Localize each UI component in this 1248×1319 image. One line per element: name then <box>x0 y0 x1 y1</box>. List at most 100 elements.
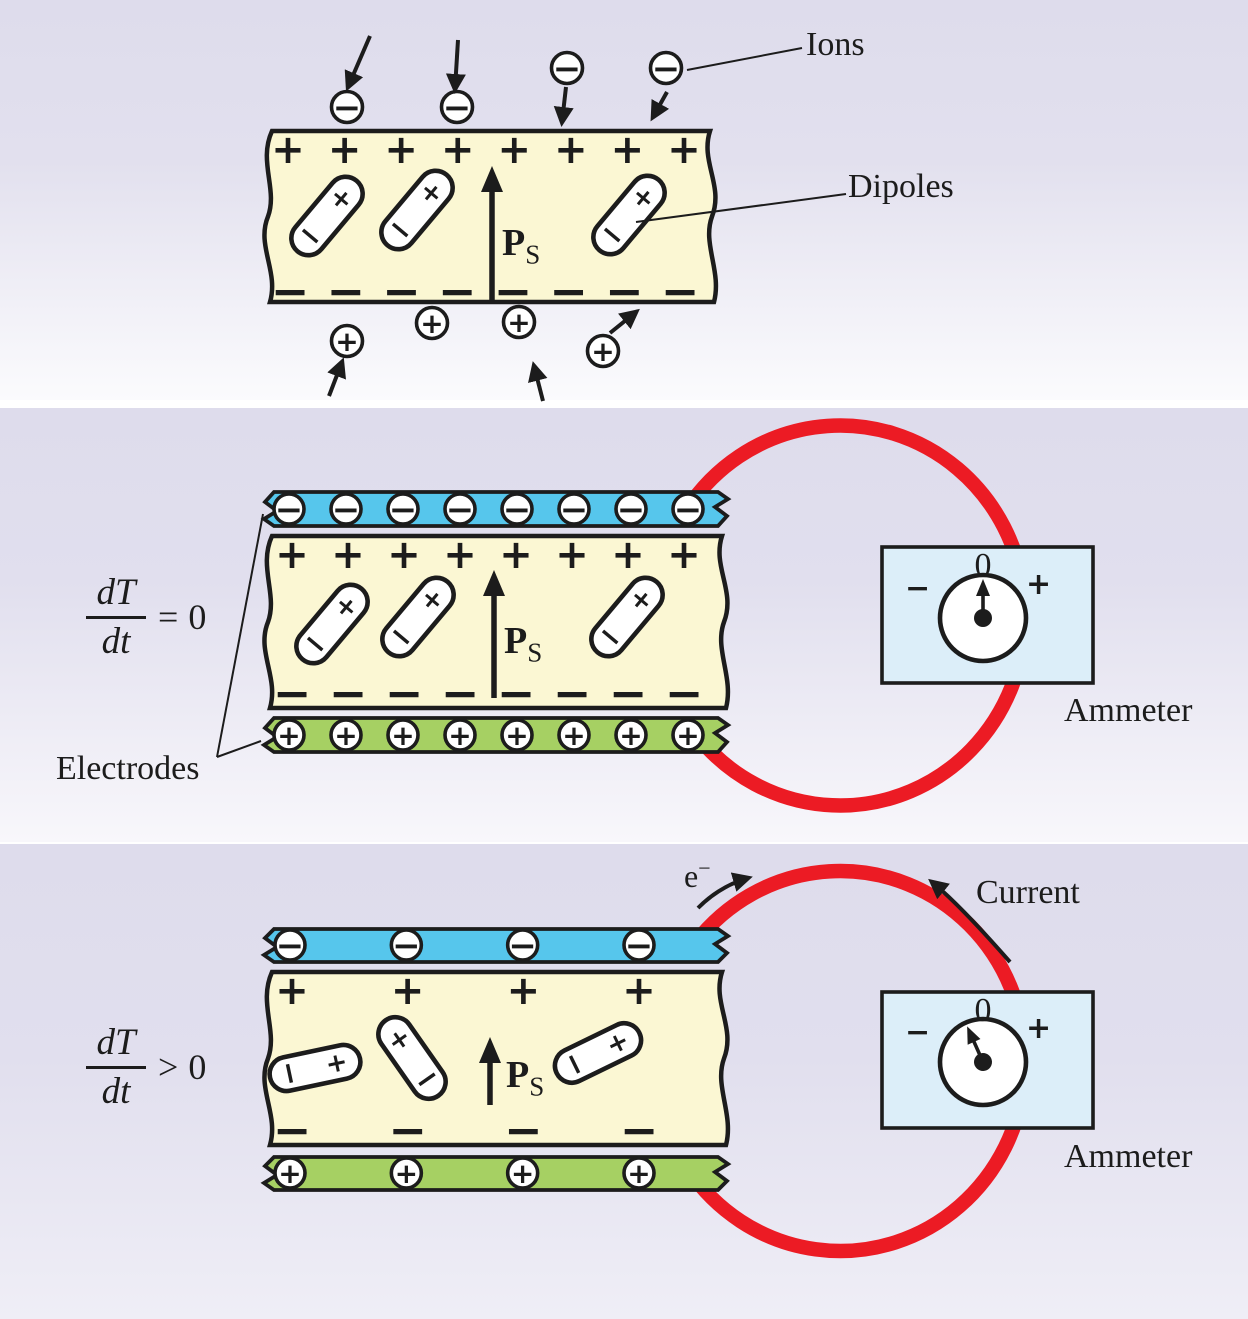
electrode-charge-symbol: − <box>674 490 703 530</box>
dipole: + − <box>552 1020 644 1086</box>
electrode-charge-symbol: − <box>275 490 304 530</box>
surface-charge-plus: + <box>331 532 365 578</box>
surface-charge-plus: + <box>384 127 418 173</box>
ammeter-minus-mark: − <box>905 1015 931 1050</box>
surface-charge-minus: − <box>665 666 704 720</box>
surface-charge-minus: − <box>271 264 310 318</box>
ion-arrow <box>553 86 574 127</box>
electrode-charge: − <box>329 490 363 530</box>
electrode-charge-symbol: + <box>676 719 699 752</box>
ammeter <box>880 545 1095 685</box>
ammeter <box>880 990 1095 1130</box>
polarization-arrow <box>481 166 503 300</box>
electrode-charge: − <box>443 490 477 530</box>
surface-charge-plus: + <box>611 127 645 173</box>
surface-charge-minus: − <box>438 264 477 318</box>
surface-charge-minus: − <box>273 1103 312 1157</box>
ammeter-plus-mark: + <box>1026 567 1052 602</box>
equation-rate-zero: dT dt = 0 <box>86 574 206 661</box>
polarization-symbol: P <box>506 1054 530 1096</box>
ions-label: Ions <box>806 26 865 63</box>
surface-charge-minus: − <box>497 666 536 720</box>
equation-relation: = 0 <box>158 596 206 638</box>
fraction-numerator: dT <box>96 572 136 613</box>
electrode-charge-symbol: − <box>446 490 475 530</box>
positive-ion-symbol: + <box>591 335 614 368</box>
electrode-charge: + <box>671 718 705 752</box>
fraction-numerator: dT <box>96 1022 136 1063</box>
negative-ion: − <box>329 88 365 128</box>
electrode-charge-symbol: − <box>332 490 361 530</box>
polarization-subscript: S <box>529 1071 545 1102</box>
surface-charge-plus: + <box>271 127 305 173</box>
electrode-charge-symbol: − <box>508 926 537 966</box>
relation-value: 0 <box>188 1047 207 1088</box>
electrode-charge: − <box>671 490 705 530</box>
relation-value: 0 <box>188 597 207 638</box>
equation-relation: > 0 <box>158 1046 206 1088</box>
polarization-label: PS <box>506 1054 544 1100</box>
ion-arrow <box>528 361 548 402</box>
ammeter-label: Ammeter <box>1064 1138 1193 1175</box>
surface-charge-minus: − <box>388 1103 427 1157</box>
positive-ion: + <box>501 304 537 340</box>
electrode-charge-symbol: − <box>503 490 532 530</box>
surface-charge-plus: + <box>499 532 533 578</box>
positive-ion: + <box>585 333 621 369</box>
electrode-charge-symbol: + <box>334 719 357 752</box>
electrode-charge: − <box>386 490 420 530</box>
negative-ion-symbol: − <box>553 49 582 89</box>
ammeter-zero-mark: 0 <box>974 547 992 584</box>
electrode-charge-symbol: − <box>276 926 305 966</box>
ion-arrow <box>327 357 346 397</box>
electrode-charge: + <box>500 718 534 752</box>
electrode-charge: + <box>386 718 420 752</box>
ammeter-label: Ammeter <box>1064 692 1193 729</box>
dipole: + − <box>589 575 665 659</box>
positive-ion: + <box>329 323 365 359</box>
ammeter-needle <box>974 579 992 627</box>
ion-arrow <box>344 35 372 92</box>
surface-charge-minus: − <box>441 666 480 720</box>
ion-arrow <box>608 308 640 335</box>
negative-ion: − <box>439 88 475 128</box>
electrode-charge: − <box>500 490 534 530</box>
polarization-symbol: P <box>504 620 528 662</box>
fraction-denominator: dt <box>101 1071 131 1113</box>
negative-ion-symbol: − <box>652 49 681 89</box>
equation-rate-positive: dT dt > 0 <box>86 1024 206 1111</box>
electrode-charge-symbol: + <box>395 1157 418 1190</box>
electrode-charge-symbol: − <box>389 490 418 530</box>
polarization-arrow <box>483 570 505 698</box>
ion-arrow <box>445 39 466 94</box>
electrode-charge-symbol: + <box>278 1157 301 1190</box>
surface-charge-plus: + <box>667 127 701 173</box>
electrode-charge: + <box>443 718 477 752</box>
polarization-label: PS <box>502 224 540 268</box>
electrode-charge-symbol: + <box>619 719 642 752</box>
electrode-charge-symbol: − <box>625 926 654 966</box>
negative-ion: − <box>648 49 684 89</box>
dipole: + − <box>267 1042 363 1094</box>
electrode-charge: − <box>389 926 424 966</box>
electrode-charge: − <box>273 926 307 966</box>
surface-charge-minus: − <box>553 666 592 720</box>
temperature-derivative-fraction: dT dt <box>86 1024 146 1111</box>
electrode-charge: + <box>505 1156 540 1190</box>
surface-charge-plus: + <box>498 127 532 173</box>
surface-charge-plus: + <box>611 532 645 578</box>
surface-charge-plus: + <box>441 127 475 173</box>
negative-ion-symbol: − <box>333 88 362 128</box>
temperature-derivative-fraction: dT dt <box>86 574 146 661</box>
surface-charge-minus: − <box>273 666 312 720</box>
electrode-charge: + <box>622 1156 656 1190</box>
current-arrow <box>928 878 1012 964</box>
surface-charge-minus: − <box>329 666 368 720</box>
electrode-charge-symbol: − <box>392 926 421 966</box>
dipole: + − <box>294 582 370 666</box>
dipole: + − <box>376 1014 448 1102</box>
electron-flow-arrow <box>696 872 753 910</box>
dipoles-label: Dipoles <box>848 168 954 205</box>
